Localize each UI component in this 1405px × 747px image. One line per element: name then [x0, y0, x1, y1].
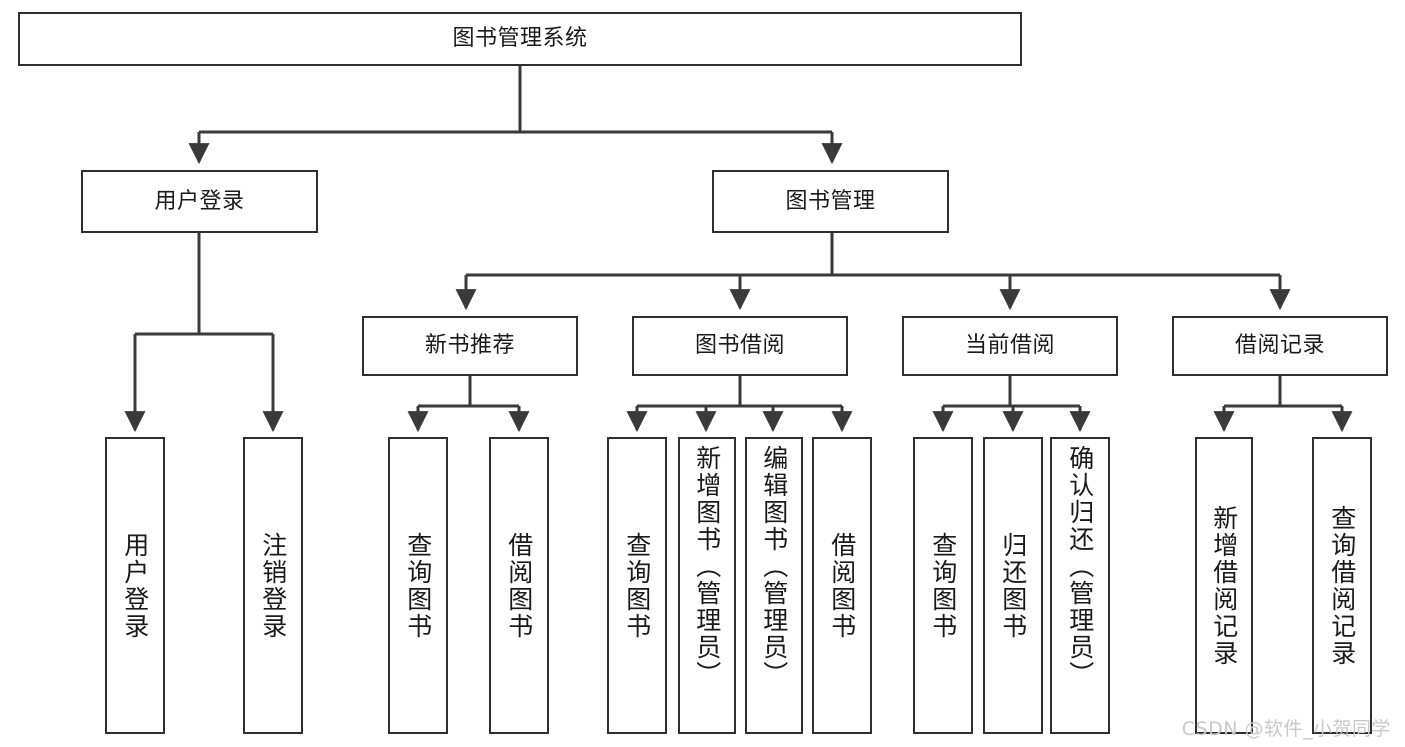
node-leaf-return-book-label: 归还图书 — [998, 531, 1028, 640]
node-book-manage-label: 图书管理 — [785, 188, 876, 214]
node-leaf-borrow-book-1[interactable]: 借阅图书 — [489, 437, 549, 734]
node-leaf-add-record[interactable]: 新增借阅记录 — [1195, 437, 1253, 734]
watermark-text: CSDN @软件_小贺同学 — [1181, 718, 1391, 740]
node-leaf-borrow-book-2-label: 借阅图书 — [827, 531, 857, 640]
node-leaf-query-book-1-label: 查询图书 — [403, 531, 433, 640]
node-leaf-borrow-book-1-label: 借阅图书 — [504, 531, 534, 640]
node-leaf-query-book-2[interactable]: 查询图书 — [607, 437, 667, 734]
node-borrow-record[interactable]: 借阅记录 — [1172, 316, 1388, 376]
node-leaf-user-login-label: 用户登录 — [120, 531, 150, 640]
node-leaf-confirm-return[interactable]: 确认归还（管理员） — [1050, 437, 1110, 734]
node-current-borrow[interactable]: 当前借阅 — [902, 316, 1118, 376]
node-new-book-recommend[interactable]: 新书推荐 — [362, 316, 578, 376]
node-book-manage[interactable]: 图书管理 — [712, 170, 949, 233]
node-leaf-user-login[interactable]: 用户登录 — [105, 437, 165, 734]
node-leaf-add-book[interactable]: 新增图书（管理员） — [678, 437, 736, 734]
node-leaf-borrow-book-2[interactable]: 借阅图书 — [812, 437, 872, 734]
node-leaf-query-record-label: 查询借阅记录 — [1327, 504, 1357, 667]
node-leaf-logout-login-label: 注销登录 — [258, 531, 288, 640]
node-leaf-add-record-label: 新增借阅记录 — [1209, 504, 1239, 667]
node-book-borrow[interactable]: 图书借阅 — [632, 316, 848, 376]
node-leaf-edit-book-label: 编辑图书（管理员） — [759, 445, 789, 688]
node-leaf-query-record[interactable]: 查询借阅记录 — [1312, 437, 1372, 734]
node-user-login-label: 用户登录 — [154, 188, 245, 214]
node-leaf-confirm-return-label: 确认归还（管理员） — [1065, 445, 1095, 688]
node-leaf-add-book-label: 新增图书（管理员） — [692, 445, 722, 688]
node-borrow-record-label: 借阅记录 — [1234, 333, 1325, 359]
node-new-book-recommend-label: 新书推荐 — [424, 333, 515, 359]
node-current-borrow-label: 当前借阅 — [964, 333, 1055, 359]
node-leaf-query-book-1[interactable]: 查询图书 — [388, 437, 448, 734]
node-leaf-query-book-2-label: 查询图书 — [622, 531, 652, 640]
node-root-label: 图书管理系统 — [452, 26, 588, 52]
node-leaf-return-book[interactable]: 归还图书 — [983, 437, 1043, 734]
node-root[interactable]: 图书管理系统 — [18, 12, 1022, 66]
node-user-login[interactable]: 用户登录 — [81, 170, 318, 233]
node-leaf-query-book-3[interactable]: 查询图书 — [913, 437, 973, 734]
node-leaf-edit-book[interactable]: 编辑图书（管理员） — [745, 437, 803, 734]
node-leaf-logout-login[interactable]: 注销登录 — [243, 437, 303, 734]
node-book-borrow-label: 图书借阅 — [694, 333, 785, 359]
node-leaf-query-book-3-label: 查询图书 — [928, 531, 958, 640]
